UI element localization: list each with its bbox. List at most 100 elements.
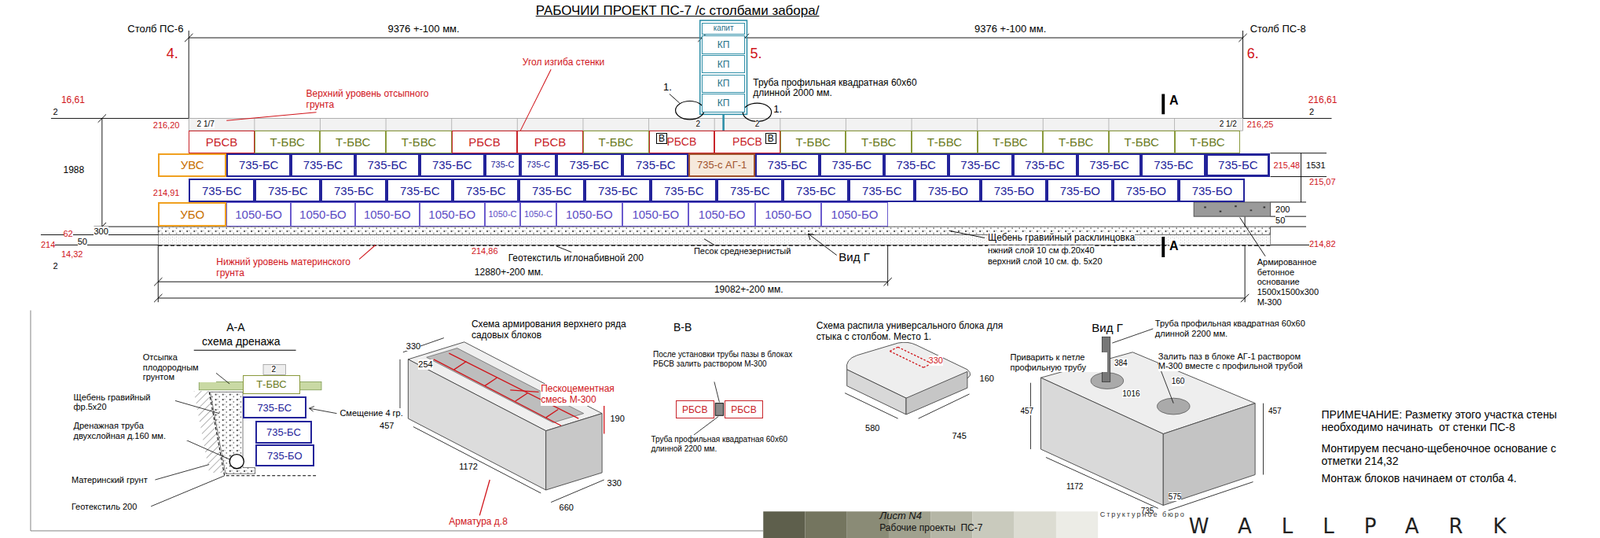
annotation: 216,20 (153, 120, 180, 131)
annotation: Щебень гравийный расклинцовка (987, 232, 1135, 244)
annotation: 9376 +-100 мм. (387, 23, 459, 36)
annotation: Структурное бюро (1100, 510, 1186, 518)
annotation: 190 (609, 413, 624, 424)
annotation: 160 (979, 373, 995, 384)
annotation: 300 (93, 226, 108, 237)
wall-block: 735-БО (914, 178, 981, 202)
annotation: Отсыпка плодородным грунтом (143, 352, 217, 382)
annotation: 2 1/7 (197, 119, 215, 129)
block-label: КП (717, 40, 731, 50)
wall-block: 735-БС (584, 178, 651, 202)
wall-block: капит (701, 22, 745, 36)
wall-block: РБСВ (517, 130, 584, 154)
block-label: 735-БС (862, 184, 903, 197)
annotation: Столб ПС-8 (1250, 23, 1307, 36)
block-label: РБСВ (732, 135, 763, 147)
block-label: КП (717, 98, 731, 108)
wall-block: Т-БВС (385, 130, 452, 154)
wall-block: 735-БС (884, 153, 949, 177)
wall-block: 735-БС (1141, 153, 1206, 177)
annotation: 384 (1114, 358, 1128, 368)
annotation: 2 (271, 364, 276, 375)
block-label: капит (713, 24, 734, 33)
block-label: 735-БС (664, 184, 705, 197)
wall-block: 1050-БО (355, 201, 420, 227)
annotation: 215,07 (1309, 176, 1336, 188)
block-label: 1050-БО (428, 208, 476, 221)
annotation: 216,25 (1247, 119, 1274, 130)
block-label: РБСВ (205, 135, 239, 148)
annotation: Труба профильная квадратная 60х60 длинно… (1155, 318, 1324, 338)
block-label: 1050-БО (631, 208, 679, 221)
annotation: 1. (773, 103, 782, 116)
annotation: Приварить к петле профильную трубу (1009, 352, 1107, 372)
annotation: 4. (166, 45, 179, 63)
wall-block: Т-БВС (1042, 130, 1109, 154)
annotation: Залить паз в блоке АГ-1 раствором М-300 … (1158, 351, 1327, 371)
wall-block: 735-БС (255, 420, 313, 444)
annotation: 457 (379, 420, 394, 431)
annotation: 160 (1171, 376, 1186, 386)
block-label: 735-БС (1153, 158, 1194, 171)
block-label: 735-БС (569, 158, 610, 171)
block-label: РБСВ (682, 404, 708, 415)
wall-block: 735-БО (1178, 178, 1245, 202)
block-label: Т-БВС (269, 135, 305, 148)
wall-block: 735-БС (650, 178, 717, 202)
annotation: 16,61 (61, 95, 85, 107)
annotation: 9376 +-100 мм. (974, 23, 1046, 36)
annotation: Материнский грунт (71, 474, 148, 485)
wall-block: Т-БВС (583, 130, 650, 154)
block-label: 735-БС (201, 184, 243, 197)
wall-block: РБСВ (188, 130, 255, 154)
block-label: 735-БС (960, 158, 1001, 171)
wall-block: Т-БВС (1174, 130, 1241, 154)
section-mark: В (765, 132, 777, 145)
wall-block: 1050-БО (290, 201, 356, 227)
block-label: 735-БС (1218, 158, 1259, 171)
block-label: Т-БВС (256, 378, 287, 389)
wall-block: 735-БС (452, 178, 519, 202)
wall-block: 1050-БО (419, 201, 485, 227)
block-label: 1050-БО (831, 208, 879, 221)
annotation: 12880+-200 мм. (474, 267, 544, 279)
block-label: 735-БС (831, 158, 872, 171)
annotation: А (1169, 93, 1179, 108)
block-label: УВС (180, 158, 205, 171)
block-label: КП (717, 59, 731, 70)
block-label: 735-С (491, 160, 515, 169)
wall-block: Т-БВС (242, 374, 301, 395)
block-label: 735-БС (303, 158, 344, 171)
wall-block: РБСВ (451, 130, 518, 154)
wall-block: Т-БВС (780, 130, 847, 154)
wall-block: КП (701, 74, 745, 93)
annotation: 2 1/2 (1219, 119, 1237, 129)
block-label: 735-БС (1089, 158, 1130, 171)
block-label: 735-БС (266, 426, 301, 437)
block-label: РБСВ (534, 135, 567, 148)
wall-block: 735-БС (755, 153, 820, 177)
annotation: 254 (418, 359, 433, 370)
wall-block: 735-БС (226, 153, 291, 177)
block-label: Т-БВС (401, 135, 437, 148)
annotation: Геотекстиль 200 (71, 501, 137, 512)
wall-block: Т-БВС (977, 130, 1044, 154)
wall-block: 735-БС (1077, 153, 1142, 177)
annotation: нжний слой 10 см ф.20х40 (987, 245, 1095, 256)
wall-block: 735-БС (518, 178, 585, 202)
block-label: 1050-С (524, 209, 553, 219)
block-label: 735-БС (466, 184, 507, 197)
block-label: 735-БС (730, 184, 771, 197)
block-label: РБСВ (666, 135, 697, 147)
block-label: 735-БС (796, 184, 837, 197)
annotation: А-А (226, 320, 245, 334)
wall-block: КП (701, 93, 745, 112)
annotation: 14,32 (61, 249, 84, 260)
wall-block: 1050-БО (226, 201, 291, 227)
annotation: ПРИМЕЧАНИЕ: Разметку этого участка стены… (1321, 407, 1596, 434)
annotation: Смещение 4 гр. (339, 407, 403, 419)
drawing-title: РАБОЧИИ ПРОЕКТ ПС-7 /с столбами забора/ (535, 3, 820, 19)
annotation: 1172 (1066, 481, 1084, 492)
annotation: 2 (755, 119, 760, 129)
annotation: Пескоцементная смесь М-300 (540, 383, 638, 406)
